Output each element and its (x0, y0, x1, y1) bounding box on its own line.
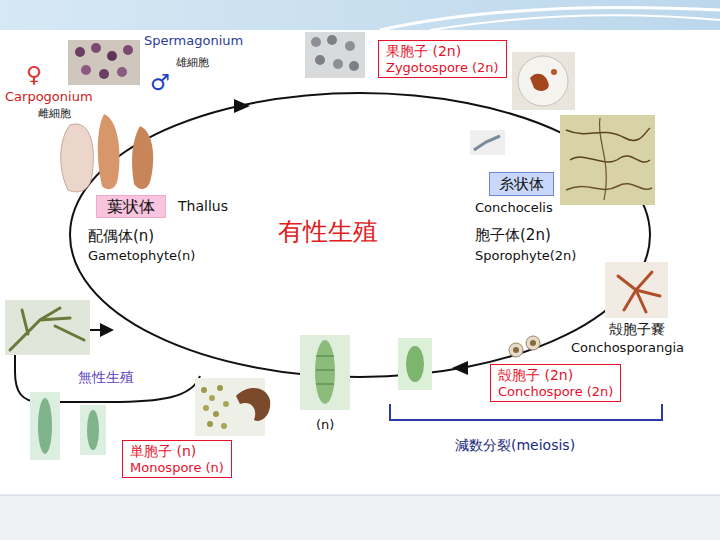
part-name: 雌細胞 (38, 108, 71, 121)
box-subtitle: Conchospore (2n) (498, 384, 613, 400)
cycle-arrowhead (452, 361, 468, 375)
spore (327, 35, 337, 45)
conchospore (509, 343, 523, 357)
cell (87, 410, 99, 450)
cell (38, 398, 52, 454)
monospore (207, 421, 213, 427)
generation-name: Gametophyte(n) (88, 249, 195, 264)
monospore (201, 387, 207, 393)
footer-band (0, 495, 720, 540)
thallus-blade (132, 126, 153, 189)
conchocelis-colony (530, 74, 549, 91)
part-name: Carpogonium (5, 90, 93, 105)
filament (599, 118, 606, 200)
cell (91, 43, 101, 53)
monospore (217, 385, 223, 391)
germling-photo (300, 335, 350, 410)
cell (117, 67, 127, 77)
conchospore (530, 340, 536, 346)
filament (566, 184, 652, 190)
spermagonium-photo (68, 40, 140, 85)
stage-name: Thallus (178, 198, 228, 214)
box-subtitle: Zygotospore (2n) (386, 60, 499, 76)
cell (99, 69, 109, 79)
cell (123, 45, 133, 55)
germling-photo (398, 338, 432, 390)
monospore (221, 423, 227, 429)
stage-box: 葉状体 (96, 195, 166, 218)
header-band (0, 0, 720, 30)
box-title: 殻胞子 (2n) (498, 367, 613, 384)
part-name: 雄細胞 (176, 57, 209, 70)
part-name: 殻胞子嚢 (609, 321, 665, 337)
spore-box: 果胞子 (2n)Zygotospore (2n) (378, 40, 507, 78)
header-swoosh (430, 15, 720, 30)
monospore (223, 401, 229, 407)
conchocelis-colony (551, 69, 557, 75)
conchospore (526, 336, 540, 350)
part-name: Conchosporangia (571, 341, 684, 356)
filament-photo (470, 130, 505, 155)
germling (315, 340, 335, 404)
process-name: 減数分裂(meiosis) (455, 437, 575, 453)
cell (81, 65, 91, 75)
cell-photo (30, 392, 60, 460)
spore (333, 59, 343, 69)
filament (566, 128, 650, 140)
dish-photo (512, 52, 575, 110)
cycle-title: 有性生殖 (278, 218, 378, 247)
box-title: 果胞子 (2n) (386, 43, 499, 60)
process-name: 無性生殖 (78, 369, 134, 385)
monospore (209, 395, 215, 401)
generation-name: Sporophyte(2n) (475, 249, 576, 264)
sex-symbol: ♀ (26, 62, 42, 87)
filament (570, 156, 650, 162)
filament (474, 136, 500, 150)
germling-wall (316, 356, 334, 384)
young-thallus (10, 308, 84, 350)
generation-name: 配偶体(n) (88, 228, 154, 245)
monospore (213, 411, 219, 417)
stage-name: Conchocelis (475, 201, 553, 216)
stage-box: 糸状体 (489, 172, 554, 196)
footer-line (0, 495, 720, 496)
dish (518, 56, 568, 106)
conchosporangia-photo (605, 262, 668, 318)
ploidy-note: (n) (316, 418, 334, 433)
monospore-thallus (236, 388, 270, 421)
zygotospore-photo (305, 32, 365, 78)
cell (75, 47, 85, 57)
cell-photo (80, 405, 106, 455)
monospore (203, 405, 209, 411)
thallus-blade (61, 124, 94, 192)
box-title: 葉状体 (107, 197, 155, 216)
young-thallus-photo (5, 300, 90, 355)
conchosporangium (618, 272, 660, 312)
generation-name: 胞子体(2n) (475, 227, 551, 244)
box-subtitle: Monospore (n) (130, 460, 224, 476)
cycle-arrowhead (234, 99, 250, 113)
meiosis-bracket (390, 404, 662, 420)
spore-box: 単胞子 (n)Monospore (n) (122, 440, 232, 478)
box-title: 糸状体 (499, 175, 544, 193)
spore (345, 41, 355, 51)
part-name: Spermagonium (144, 34, 243, 49)
spore (311, 37, 321, 47)
conchospore (513, 347, 519, 353)
spore (315, 55, 325, 65)
cycle-arrowhead (100, 323, 114, 337)
spore (349, 61, 359, 71)
box-title: 単胞子 (n) (130, 443, 224, 460)
conchocelis-photo (560, 115, 655, 205)
cell (107, 51, 117, 61)
sex-symbol: ♂ (150, 70, 170, 95)
thallus-blade (98, 114, 120, 189)
spore-box: 殻胞子 (2n)Conchospore (2n) (490, 364, 621, 402)
germling (406, 346, 424, 382)
header-swoosh (380, 7, 720, 30)
